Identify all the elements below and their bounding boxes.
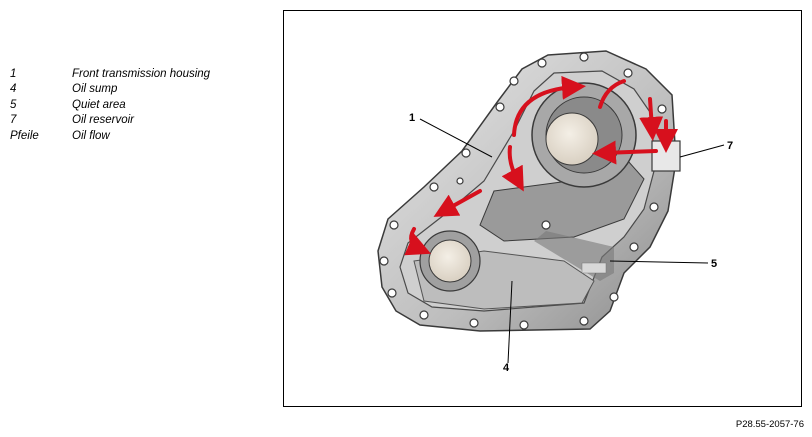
upper-bearing	[545, 112, 599, 166]
transmission-housing-illustration: 1 7 5 4	[377, 50, 733, 374]
callout-7: 7	[727, 140, 733, 152]
callout-1: 1	[409, 112, 415, 124]
legend-text: Oil flow	[72, 129, 110, 142]
oil-reservoir	[651, 140, 681, 172]
legend-number: 7	[10, 114, 17, 127]
legend-item: 1 Front transmission housing	[10, 66, 210, 82]
legend-item: Pfeile Oil flow	[10, 128, 210, 144]
legend-number: 4	[10, 83, 17, 96]
legend-item: 4 Oil sump	[10, 82, 210, 98]
legend-text: Quiet area	[72, 98, 126, 111]
legend-number: 1	[10, 67, 17, 80]
callout-4: 4	[503, 362, 510, 374]
lower-bearing	[428, 239, 472, 283]
figure-id: P28.55-2057-76	[735, 419, 804, 430]
legend-text: Oil reservoir	[72, 114, 134, 127]
legend: 1 Front transmission housing 4 Oil sump …	[10, 66, 210, 144]
leader-lines	[419, 118, 725, 364]
legend-text: Front transmission housing	[72, 67, 211, 80]
legend-text: Oil sump	[72, 83, 118, 96]
oil-flow-arrows	[404, 75, 678, 256]
bolt-holes	[379, 52, 671, 330]
callout-5: 5	[711, 258, 717, 270]
legend-item: 5 Quiet area	[10, 97, 210, 113]
legend-number: Pfeile	[10, 129, 39, 142]
legend-number: 5	[10, 98, 17, 111]
illustration-frame: 1 7 5 4	[283, 10, 802, 407]
legend-item: 7 Oil reservoir	[10, 113, 210, 129]
